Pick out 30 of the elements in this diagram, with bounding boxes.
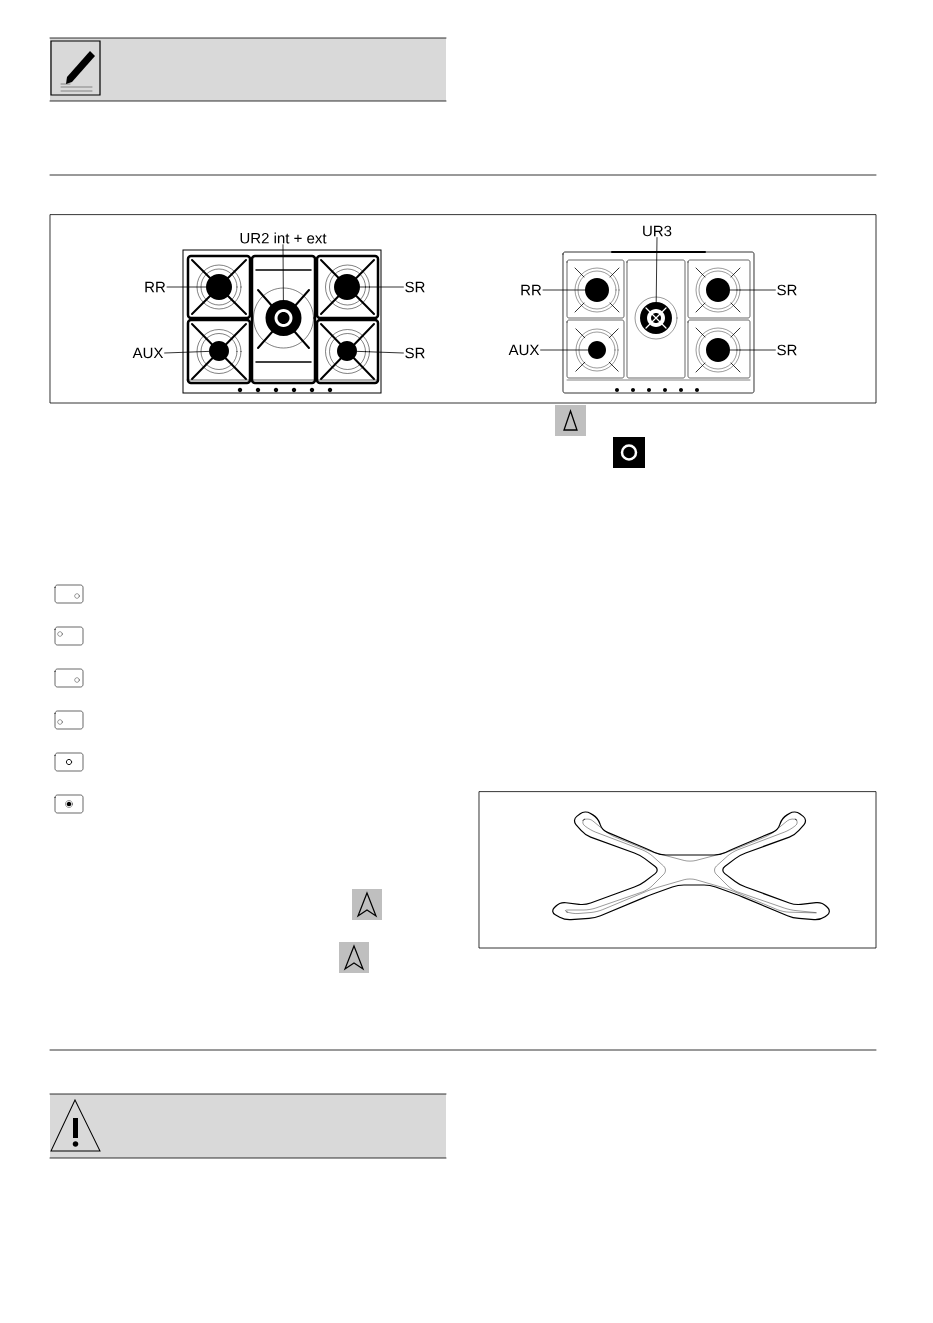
- burner-label: SR: [405, 281, 425, 293]
- leader-line: [166, 286, 207, 288]
- burner-label: UR2 int + ext: [240, 232, 327, 244]
- burner-label: AUX: [132, 347, 164, 359]
- burner-label: RR: [145, 281, 166, 293]
- leader-line: [356, 350, 404, 354]
- burner: [588, 341, 606, 359]
- burner: [209, 341, 229, 361]
- leader-line: [729, 349, 776, 351]
- burner-label: SR: [777, 344, 797, 356]
- burner-label: AUX: [508, 344, 540, 356]
- leader-line: [164, 351, 210, 354]
- burner-label: SR: [777, 284, 797, 296]
- leader-line: [359, 286, 404, 288]
- burner-label: RR: [521, 284, 542, 296]
- burner: [337, 341, 357, 361]
- burner: [640, 302, 672, 334]
- burner-label: UR3: [643, 225, 672, 237]
- leader-line: [729, 289, 776, 291]
- burner-label: SR: [405, 347, 425, 359]
- burner: [206, 274, 232, 300]
- burner: [706, 338, 730, 362]
- leader-line: [540, 349, 589, 351]
- burner: [265, 300, 302, 336]
- leader-line: [282, 244, 284, 301]
- leader-line: [542, 289, 586, 291]
- leader-line: [655, 237, 658, 303]
- burner: [706, 278, 730, 302]
- burner: [334, 274, 360, 300]
- burner: [585, 278, 609, 302]
